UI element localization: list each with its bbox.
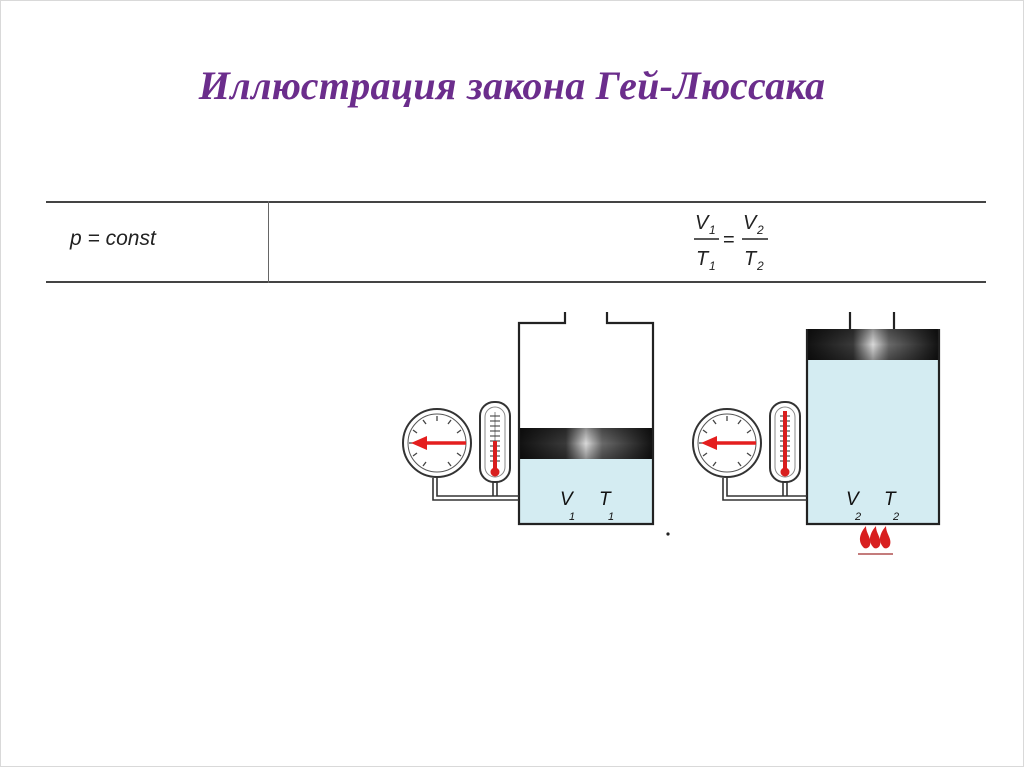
- table-top-rule: [46, 201, 986, 203]
- table-bottom-rule: [46, 281, 986, 283]
- formula-right-denominator: T: [744, 248, 758, 270]
- state-1-volume-label: V: [560, 489, 575, 510]
- formula-equals-sign: =: [723, 229, 735, 251]
- slide-title: Иллюстрация закона Гей-Люссака: [198, 63, 826, 108]
- state-2-volume-sub: 2: [854, 511, 861, 523]
- state-2-cylinder: [805, 329, 941, 526]
- state-2-temperature-sub: 2: [892, 511, 899, 523]
- gay-lussac-formula: V 1 T 1 = V 2 T 2: [694, 212, 768, 273]
- state-1-volume-sub: 1: [569, 511, 575, 523]
- formula-left-numerator: V: [695, 212, 710, 234]
- formula-right-numerator-sub: 2: [756, 223, 764, 237]
- separator-dot: [666, 532, 670, 536]
- formula-right-denominator-sub: 2: [756, 259, 764, 273]
- state-1-thermometer: [479, 401, 511, 483]
- state-1-gauge-arrow-icon: [411, 436, 427, 450]
- formula-left-denominator: T: [696, 248, 710, 270]
- law-table: p = const V 1 T 1 = V 2 T 2: [46, 201, 986, 283]
- state-2-gas: [807, 360, 939, 524]
- state-2-temperature-label: T: [884, 489, 897, 510]
- state-2-gauge-arrow-icon: [701, 436, 717, 450]
- state-2-thermometer: [769, 401, 801, 483]
- formula-left-denominator-sub: 1: [709, 259, 716, 273]
- formula-left-numerator-sub: 1: [709, 223, 716, 237]
- state-1-cylinder: [517, 312, 655, 526]
- state-1-pressure-gauge: [402, 408, 472, 478]
- burner-flame-icon: [858, 526, 893, 555]
- constant-pressure-condition: p = const: [70, 227, 156, 250]
- state-1-gauge-pipe: [432, 478, 519, 501]
- state-1-apparatus: V 1 T 1: [402, 312, 655, 526]
- state-1-gas: [519, 459, 653, 523]
- state-2-volume-label: V: [846, 489, 861, 510]
- state-1-temperature-sub: 1: [608, 511, 614, 523]
- state-2-apparatus: V 2 T 2: [692, 312, 941, 555]
- state-2-gauge-pipe: [722, 478, 807, 501]
- state-1-temperature-label: T: [599, 489, 612, 510]
- state-2-pressure-gauge: [692, 408, 762, 478]
- table-column-divider: [268, 201, 269, 283]
- formula-right-numerator: V: [743, 212, 758, 234]
